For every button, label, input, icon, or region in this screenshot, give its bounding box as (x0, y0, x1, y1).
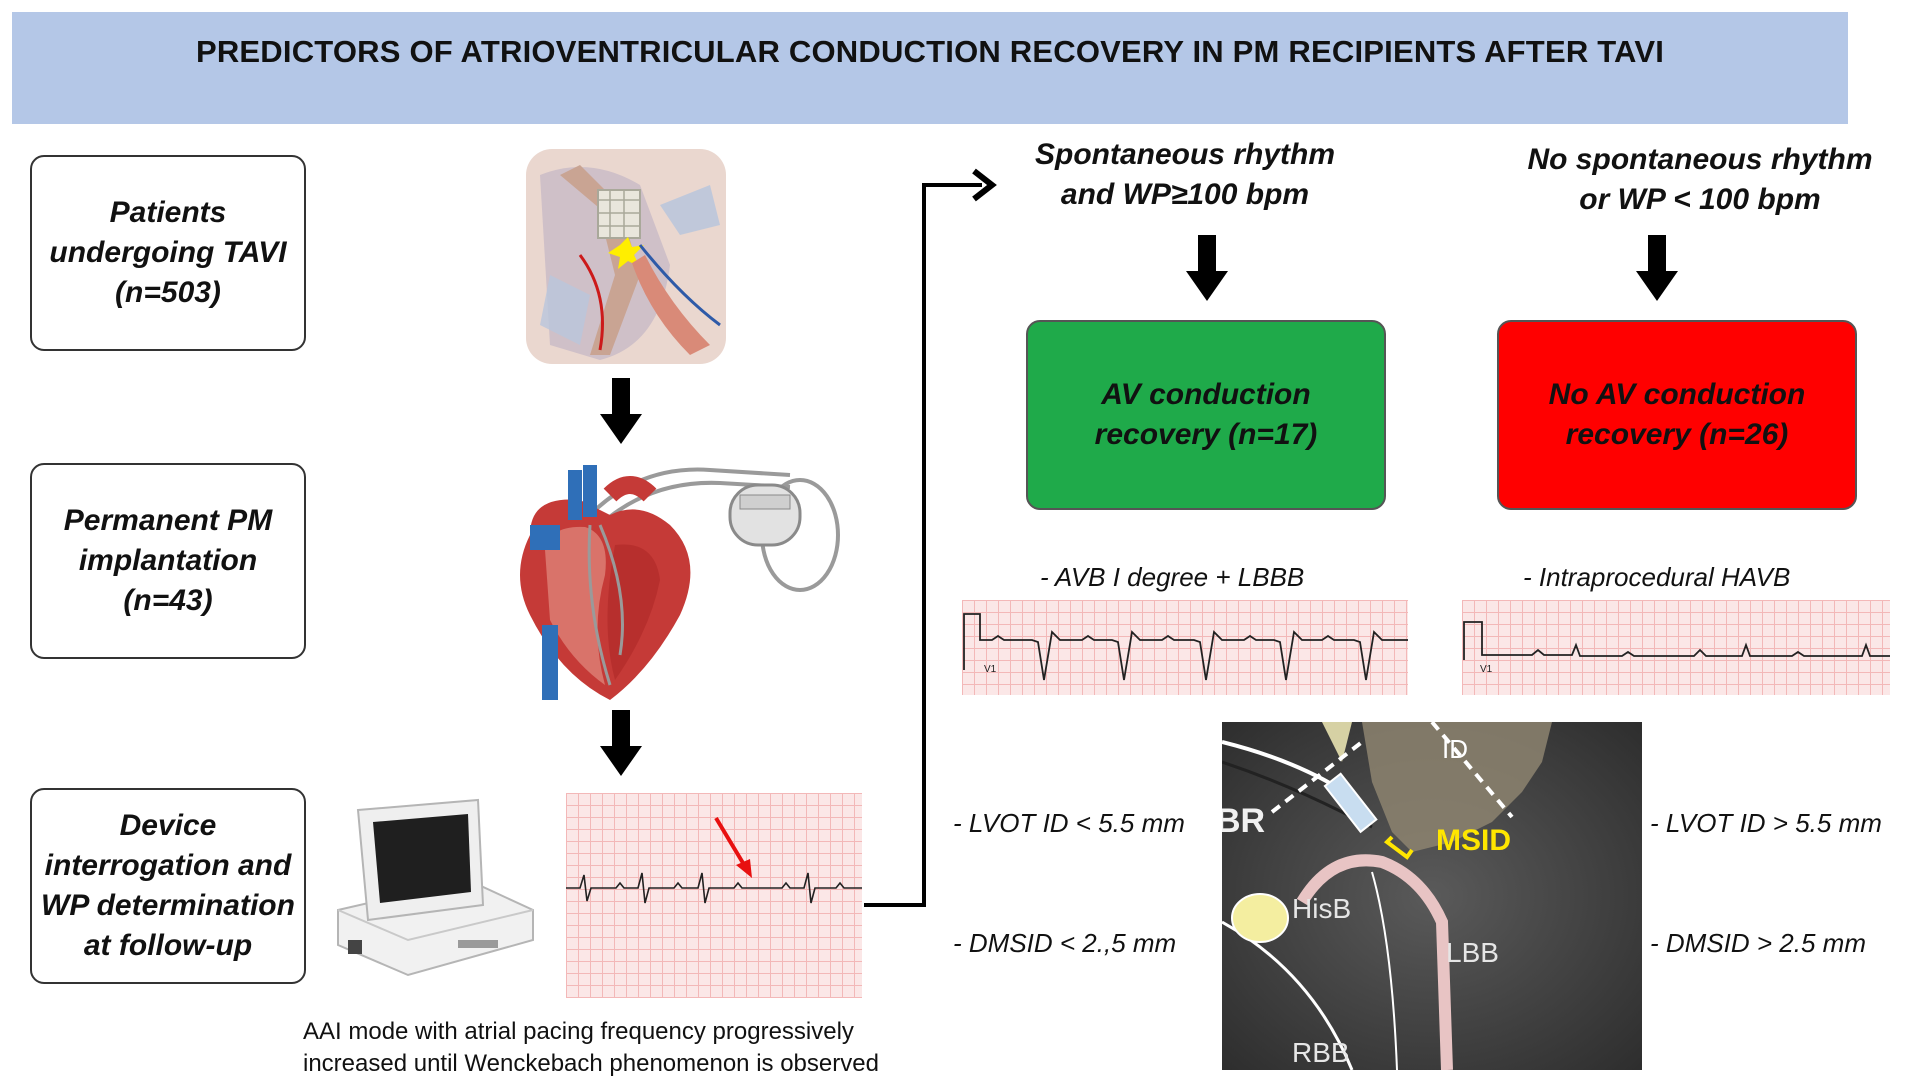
outcome-header-right: No spontaneous rhythm or WP < 100 bpm (1500, 140, 1900, 220)
ecg-lead-label-right: V1 (1480, 664, 1493, 675)
result-label-no-recovery: No AV conduction recovery (n=26) (1548, 378, 1806, 451)
result-box-no-recovery: No AV conduction recovery (n=26) (1497, 320, 1857, 510)
ct-label-id: ID (1442, 734, 1468, 764)
ct-label-lbb: LBB (1446, 937, 1499, 968)
pacemaker-programmer-device (328, 790, 536, 980)
ecg-label-left: - AVB I degree + LBBB (1040, 562, 1305, 592)
caption-line-1: AAI mode with atrial pacing frequency pr… (303, 1018, 854, 1045)
ct-label-br: BR (1222, 802, 1265, 840)
down-arrow-1 (600, 378, 642, 444)
caption-line-2: increased until Wenckebach phenomenon is… (303, 1050, 879, 1077)
stage-label-pm-implantation: Permanent PM implantation (n=43) (63, 504, 273, 617)
result-box-recovery: AV conduction recovery (n=17) (1026, 320, 1386, 510)
wenckebach-ecg-strip (566, 793, 862, 998)
outcome-connector-arrow (862, 165, 1022, 910)
tavi-anatomy-illustration (520, 145, 735, 370)
heart-pacemaker-illustration (490, 455, 840, 705)
outcome-header-right-line-1: No spontaneous rhythm (1527, 143, 1873, 176)
ecg-lead-label-left: V1 (984, 664, 997, 675)
outcome-header-left-line-2: and WP≥100 bpm (1060, 178, 1310, 211)
ct-label-msid: MSID (1436, 824, 1511, 857)
outcome-header-left-line-1: Spontaneous rhythm (1034, 138, 1335, 171)
page-title: PREDICTORS OF ATRIOVENTRICULAR CONDUCTIO… (195, 34, 1665, 69)
ecg-label-right: - Intraprocedural HAVB (1523, 562, 1791, 592)
ct-label-rbb: RBB (1292, 1037, 1350, 1068)
predictor-dmsid-left: - DMSID < 2.,5 mm (953, 928, 1177, 958)
result-label-recovery: AV conduction recovery (n=17) (1094, 378, 1318, 451)
stage-label-tavi: Patients undergoing TAVI (n=503) (49, 196, 287, 309)
title-bar: PREDICTORS OF ATRIOVENTRICULAR CONDUCTIO… (12, 12, 1848, 124)
down-arrow-left-outcome (1186, 235, 1228, 301)
down-arrow-2 (600, 710, 642, 776)
predictor-lvot-left: - LVOT ID < 5.5 mm (953, 808, 1185, 838)
predictor-lvot-right: - LVOT ID > 5.5 mm (1650, 808, 1882, 838)
stage-box-device-interrogation: Device interrogation and WP determinatio… (30, 788, 306, 984)
ecg-strip-avb-lbbb: V1 (962, 600, 1408, 695)
stage-box-pm-implantation: Permanent PM implantation (n=43) (30, 463, 306, 659)
predictor-dmsid-right: - DMSID > 2.5 mm (1650, 928, 1866, 958)
outcome-header-left: Spontaneous rhythm and WP≥100 bpm (1000, 135, 1370, 215)
stage-label-device-interrogation: Device interrogation and WP determinatio… (41, 809, 295, 962)
ct-membranous-septum-image: ID MSID HisB LBB RBB BR (1222, 722, 1642, 1070)
down-arrow-right-outcome (1636, 235, 1678, 301)
wp-method-caption: AAI mode with atrial pacing frequency pr… (303, 1016, 879, 1080)
ecg-strip-havb: V1 (1462, 600, 1890, 695)
stage-box-tavi: Patients undergoing TAVI (n=503) (30, 155, 306, 351)
ct-label-hisb: HisB (1292, 893, 1351, 924)
outcome-header-right-line-2: or WP < 100 bpm (1579, 183, 1821, 216)
